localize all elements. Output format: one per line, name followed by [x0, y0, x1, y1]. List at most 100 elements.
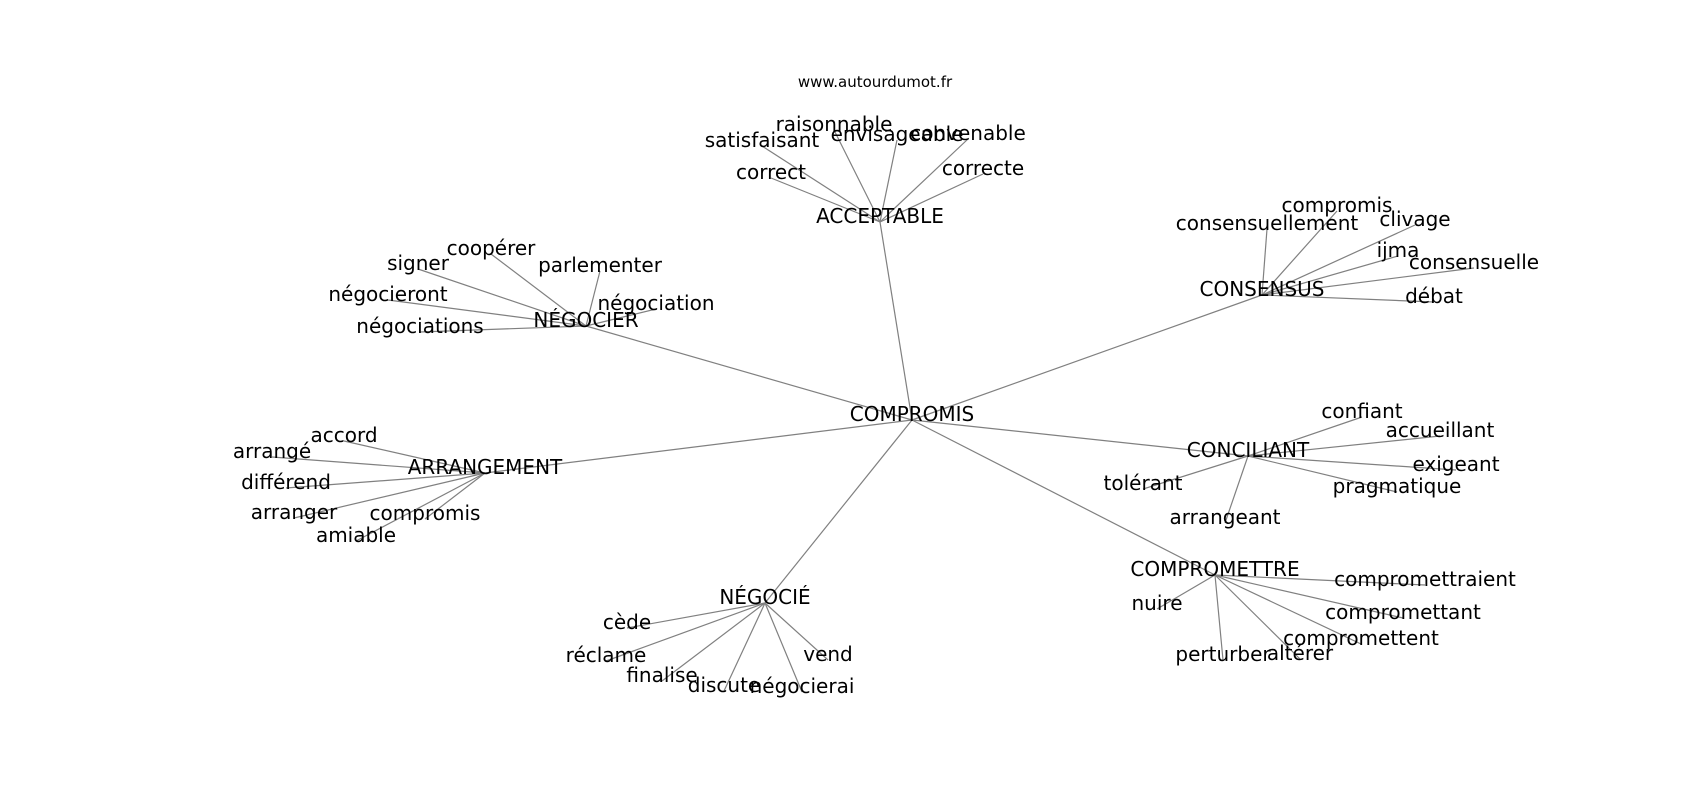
word-node-arranger: arranger [251, 500, 338, 524]
word-node-clivage: clivage [1379, 207, 1450, 231]
edge-arrangement-accord [343, 440, 486, 474]
edge-negocier-negociations [419, 325, 587, 333]
hub-node-acceptable: ACCEPTABLE [816, 204, 944, 228]
edge-negocie-finalise [661, 602, 766, 682]
word-node-pragmatique: pragmatique [1333, 474, 1462, 498]
word-node-perturber: perturber [1175, 642, 1271, 666]
word-node-compromis: compromis [370, 501, 481, 525]
word-node-cooperer: coopérer [447, 236, 537, 260]
word-node-ijma: ijma [1377, 238, 1420, 262]
edge-negocier-cooperer [490, 253, 587, 327]
edge-arrangement-differend [285, 472, 486, 489]
edge-acceptable-envisageable [879, 139, 898, 223]
word-node-satisfaisant: satisfaisant [705, 128, 820, 152]
edge-arrangement-arrange [271, 456, 486, 474]
edge-acceptable-raisonnable [833, 129, 881, 223]
word-node-discute: discute [688, 673, 761, 697]
word-node-negociation: négociation [597, 291, 714, 315]
hub-node-negocie: NÉGOCIÉ [719, 585, 810, 609]
edge-compromettre-compromettent [1214, 574, 1362, 645]
edge-conciliant-accueillant [1247, 435, 1441, 457]
edge-compromettre-perturber [1214, 574, 1224, 661]
edge-center-acceptable [879, 221, 913, 421]
word-node-cede: cède [603, 610, 651, 634]
word-node-exigeant: exigeant [1412, 452, 1499, 476]
hub-node-compromettre: COMPROMETTRE [1130, 557, 1299, 581]
edge-layer [271, 129, 1475, 693]
edge-negocie-discute [723, 602, 766, 692]
word-node-correct: correct [736, 160, 806, 184]
label-layer: www.autourdumot.fr COMPROMIS ACCEPTABLE sa… [233, 73, 1539, 698]
word-node-negocieront: négocieront [328, 282, 447, 306]
word-node-arrangeant: arrangeant [1169, 505, 1280, 529]
edge-negocier-parlementer [585, 270, 601, 327]
hub-node-arrangement: ARRANGEMENT [408, 455, 563, 479]
word-node-raisonnable: raisonnable [776, 112, 893, 136]
source-watermark: www.autourdumot.fr [798, 73, 953, 91]
edge-compromettre-nuire [1156, 574, 1216, 610]
edge-negocie-negocierai [764, 602, 803, 693]
edge-acceptable-correct [770, 177, 881, 223]
edge-consensus-consensuellement [1261, 228, 1268, 296]
edge-acceptable-convenable [879, 138, 969, 223]
edge-consensus-clivage [1261, 224, 1416, 296]
edge-conciliant-confiant [1247, 416, 1363, 457]
edge-acceptable-satisfaisant [761, 145, 881, 223]
edge-acceptable-correcte [879, 173, 984, 223]
word-node-envisageable: envisageable [831, 122, 964, 146]
edge-conciliant-pragmatique [1247, 455, 1398, 493]
word-node-finalise: finalise [626, 663, 697, 687]
edge-compromettre-alterer [1214, 574, 1301, 660]
word-node-amiable: amiable [316, 523, 396, 547]
edge-arrangement-arranger [293, 472, 486, 519]
edge-consensus-ijma [1261, 255, 1399, 296]
word-node-accueillant: accueillant [1386, 418, 1495, 442]
edge-center-negocier [585, 325, 913, 421]
edge-conciliant-exigeant [1247, 455, 1457, 471]
word-node-parlementer: parlementer [538, 253, 663, 277]
edge-consensus-debat [1261, 294, 1435, 303]
edge-negocier-negocieront [387, 299, 587, 327]
word-node-compromettant: compromettant [1325, 600, 1481, 624]
edge-negocie-cede [626, 602, 766, 629]
word-node-vend: vend [803, 642, 853, 666]
word-node-correcte: correcte [942, 156, 1024, 180]
edge-center-compromettre [911, 419, 1216, 576]
word-node-compromettraient: compromettraient [1334, 567, 1516, 591]
edge-negocier-signer [417, 268, 587, 327]
word-node-consensuellement: consensuellement [1176, 211, 1359, 235]
word-node-negociations: négociations [356, 314, 483, 338]
edge-negocie-vend [764, 602, 829, 661]
hub-node-conciliant: CONCILIANT [1187, 438, 1310, 462]
edge-center-consensus [911, 294, 1263, 421]
word-node-debat: débat [1405, 284, 1463, 308]
edge-center-negocie [764, 419, 913, 604]
word-node-alterer: altérer [1267, 641, 1334, 665]
edge-arrangement-compromis [424, 472, 486, 520]
edge-compromettre-compromettraient [1214, 574, 1426, 586]
word-node-nuire: nuire [1132, 591, 1183, 615]
center-node-label: COMPROMIS [850, 402, 975, 426]
word-node-compromettent: compromettent [1283, 626, 1439, 650]
edge-negocie-reclame [605, 602, 766, 662]
word-node-tolerant: tolérant [1104, 471, 1183, 495]
edge-negocier-negociation [585, 308, 657, 327]
word-node-compromis: compromis [1282, 193, 1393, 217]
edge-center-arrangement [484, 419, 913, 474]
hub-node-negocier: NÉGOCIER [533, 308, 638, 332]
edge-consensus-consensuelle [1261, 267, 1475, 296]
word-node-arrange: arrangé [233, 439, 311, 463]
word-node-consensuelle: consensuelle [1409, 250, 1539, 274]
word-node-signer: signer [387, 251, 450, 275]
edge-conciliant-arrangeant [1224, 455, 1249, 524]
word-node-convenable: convenable [910, 121, 1026, 145]
edge-center-conciliant [911, 419, 1249, 457]
edge-arrangement-amiable [355, 472, 486, 542]
word-node-accord: accord [310, 423, 377, 447]
edge-conciliant-tolerant [1142, 455, 1249, 490]
edge-consensus-compromis [1261, 210, 1338, 296]
word-node-negocierai: négocierai [750, 674, 855, 698]
word-node-confiant: confiant [1321, 399, 1402, 423]
hub-node-consensus: CONSENSUS [1200, 277, 1325, 301]
